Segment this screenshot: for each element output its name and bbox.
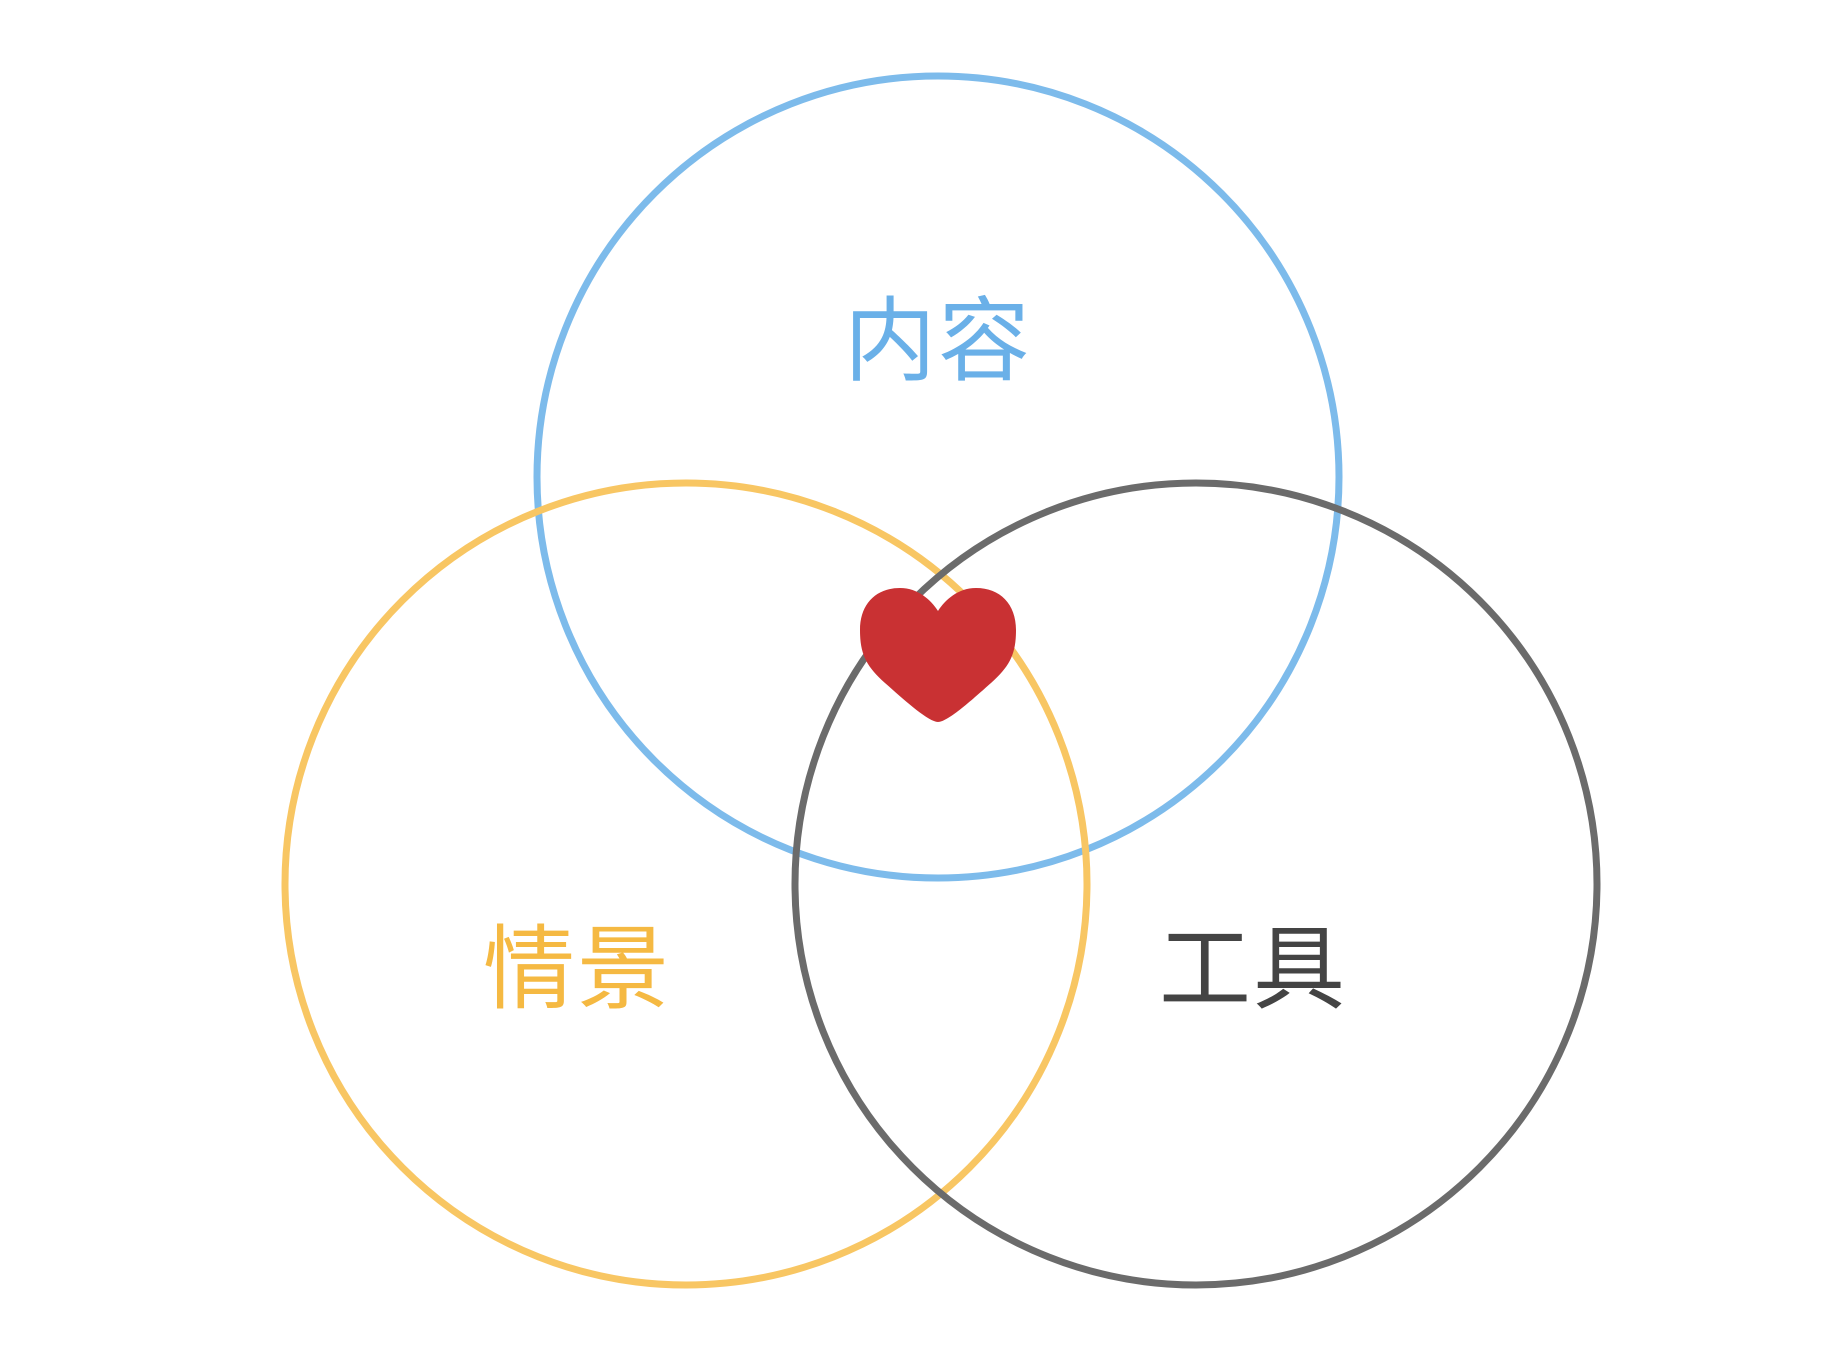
content-label: 内容 [843,288,1033,395]
heart-icon [860,588,1016,722]
context-circle [281,479,1091,1289]
tool-label: 工具 [1158,916,1348,1023]
tool-circle [791,479,1601,1289]
context-label: 情景 [482,916,672,1023]
content-circle [533,72,1343,882]
